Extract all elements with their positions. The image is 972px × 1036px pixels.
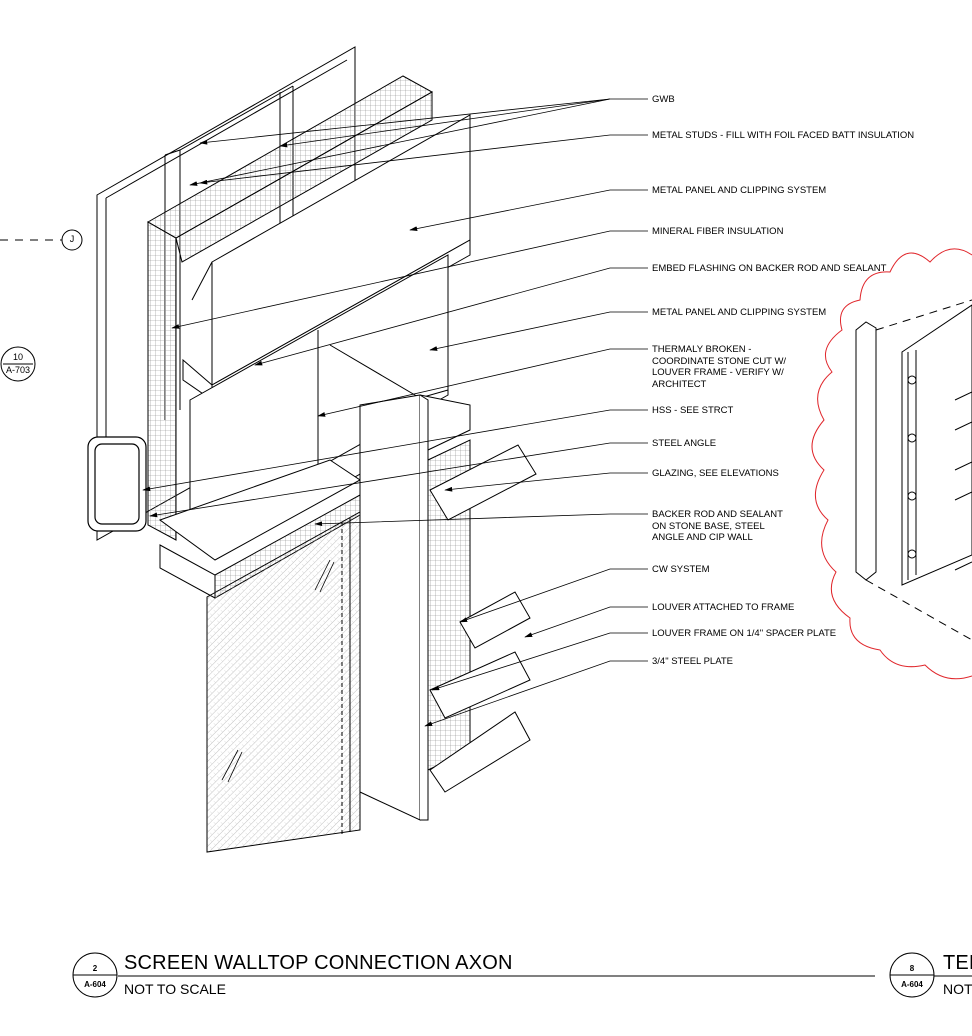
section-tag-sheet: A-703 — [5, 365, 31, 375]
title-lines — [72, 952, 972, 998]
grid-tag-j: J — [69, 234, 75, 244]
note-mineral-fiber: MINERAL FIBER INSULATION — [652, 226, 784, 237]
note-louver-attached: LOUVER ATTACHED TO FRAME — [652, 602, 795, 613]
mineral-fiber-insulation — [146, 75, 434, 541]
note-hss: HSS - SEE STRCT — [652, 405, 734, 416]
detail-number: 2 — [92, 964, 98, 973]
note-glazing: GLAZING, SEE ELEVATIONS — [652, 468, 779, 479]
note-backer-rod: BACKER ROD AND SEALANT ON STONE BASE, ST… — [652, 509, 783, 543]
detail-title: SCREEN WALLTOP CONNECTION AXON — [124, 952, 513, 974]
louvers — [429, 444, 537, 793]
detail-scale: NOT TO SCALE — [124, 981, 226, 997]
detail-right-sheet: A-604 — [901, 980, 923, 989]
revision-cloud — [811, 248, 972, 680]
note-louver-frame: LOUVER FRAME ON 1/4" SPACER PLATE — [652, 628, 837, 639]
right-detail — [855, 299, 972, 641]
glazing-panel — [206, 511, 361, 853]
leader-lines — [142, 98, 648, 727]
note-thermaly-broken: THERMALY BROKEN - COORDINATE STONE CUT W… — [652, 344, 787, 390]
grid-line-j — [0, 229, 83, 251]
note-gwb: GWB — [652, 94, 675, 105]
note-steel-angle: STEEL ANGLE — [652, 438, 717, 449]
detail-sheet: A-604 — [84, 980, 106, 989]
note-metal-panel-2: METAL PANEL AND CLIPPING SYSTEM — [652, 307, 827, 318]
section-tag — [0, 346, 36, 382]
note-metal-panel-1: METAL PANEL AND CLIPPING SYSTEM — [652, 185, 827, 196]
note-steel-plate: 3/4" STEEL PLATE — [652, 656, 733, 667]
note-metal-studs: METAL STUDS - FILL WITH FOIL FACED BATT … — [652, 130, 915, 141]
hss-tube — [87, 436, 147, 532]
note-embed-flashing: EMBED FLASHING ON BACKER ROD AND SEALANT — [652, 263, 887, 274]
detail-right-scale: NOT — [943, 981, 972, 997]
note-cw-system: CW SYSTEM — [652, 564, 710, 575]
detail-right-number: 8 — [909, 964, 915, 973]
section-tag-num: 10 — [12, 352, 23, 362]
detail-right-title: TEL — [943, 952, 972, 974]
